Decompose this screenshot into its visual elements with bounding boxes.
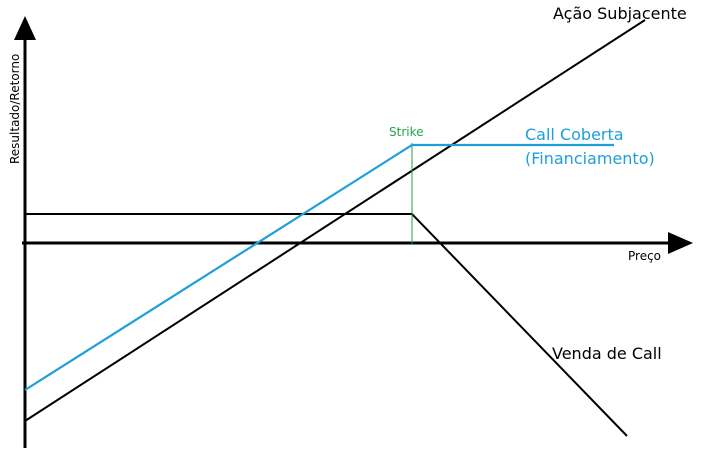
y-axis-label: Resultado/Retorno bbox=[8, 54, 22, 164]
short-call-label: Venda de Call bbox=[552, 344, 662, 363]
x-axis-arrow bbox=[668, 232, 693, 254]
covered-call-label-line1: Call Coberta bbox=[525, 125, 624, 144]
strike-label: Strike bbox=[389, 125, 424, 139]
x-axis-label: Preço bbox=[628, 249, 661, 263]
covered-call-label-line2: (Financiamento) bbox=[525, 149, 655, 168]
short-call-payoff-line bbox=[25, 213, 628, 437]
stock-payoff-line bbox=[24, 19, 646, 422]
y-axis-arrow bbox=[14, 16, 36, 40]
stock-label: Ação Subjacente bbox=[553, 4, 687, 23]
covered-call-payoff-line bbox=[24, 143, 614, 391]
